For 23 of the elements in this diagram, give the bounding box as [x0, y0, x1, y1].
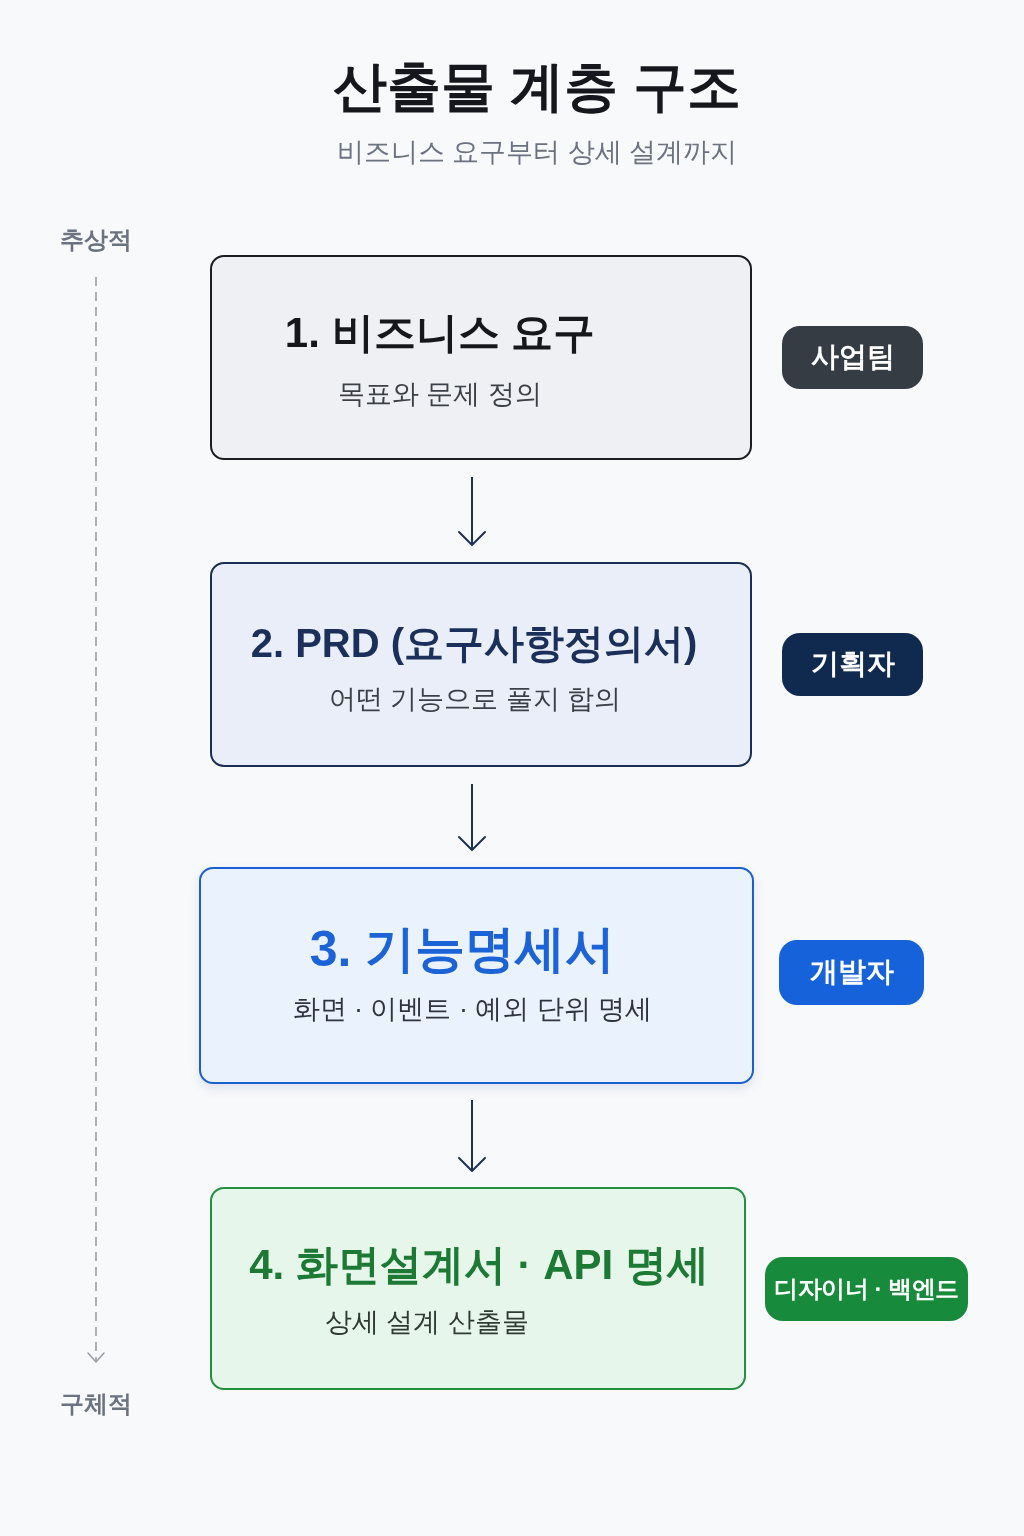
flow-arrow	[458, 1099, 486, 1172]
step-box	[210, 1187, 746, 1390]
axis-label: 추상적	[60, 226, 132, 254]
step-description: 목표와 문제 정의	[338, 379, 542, 411]
step-title: 2. PRD (요구사항정의서)	[250, 620, 698, 666]
role-badge: 디자이너 · 백엔드	[765, 1257, 968, 1321]
step-title: 1. 비즈니스 요구	[284, 308, 596, 358]
step-box	[210, 255, 752, 460]
step-box	[210, 562, 752, 767]
flow-arrow	[458, 476, 486, 546]
step-box	[199, 867, 754, 1084]
step-title: 3. 기능명세서	[309, 920, 616, 979]
subtitle: 비즈니스 요구부터 상세 설계까지	[336, 137, 738, 169]
flow-arrow	[458, 783, 486, 851]
step-description: 어떤 기능으로 풀지 합의	[328, 684, 622, 716]
title: 산출물 계층 구조	[333, 54, 741, 118]
role-badge: 기획자	[782, 633, 923, 696]
step-title: 4. 화면설계서 · API 명세	[249, 1240, 709, 1290]
role-badge: 사업팀	[782, 326, 923, 389]
step-description: 상세 설계 산출물	[325, 1307, 529, 1339]
step-description: 화면 · 이벤트 · 예외 단위 명세	[292, 994, 653, 1025]
role-badge: 개발자	[779, 940, 924, 1005]
axis-label: 구체적	[60, 1390, 132, 1418]
